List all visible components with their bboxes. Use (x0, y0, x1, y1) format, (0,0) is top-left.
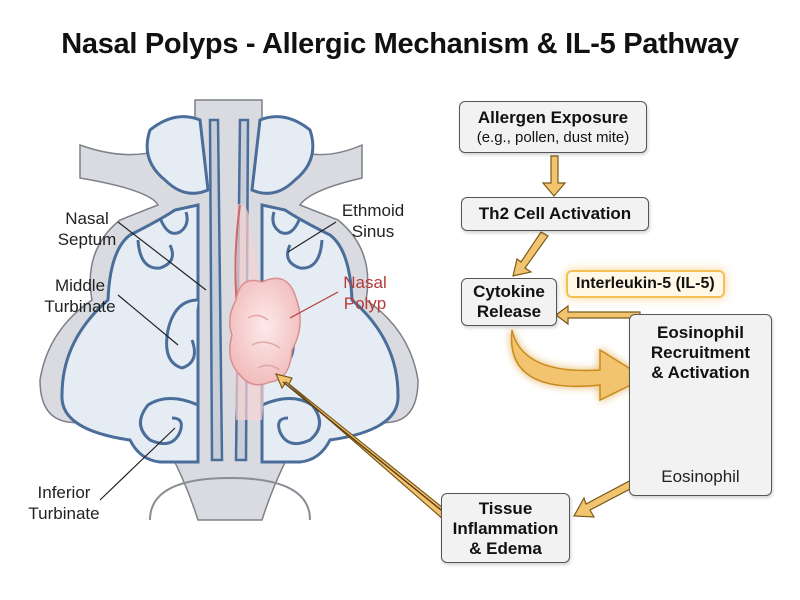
label-nasal-polyp-line2: Polyp (343, 294, 387, 313)
label-nasal-septum-line2: Septum (57, 230, 117, 249)
cytokine-line2: Release (476, 302, 542, 321)
eosinophil-caption: Eosinophil (661, 467, 740, 486)
eosinophil-line2: Recruitment (650, 343, 751, 362)
allergen-subtitle: (e.g., pollen, dust mite) (476, 129, 630, 146)
box-cytokine-release: Cytokine Release (461, 278, 557, 326)
nasal-polyp (229, 277, 301, 386)
leader-ethmoid (287, 221, 337, 253)
right-frontal-sinus (250, 115, 315, 195)
leader-inferior-turbinate (99, 427, 176, 501)
tissue-line2: Inflammation (452, 519, 559, 538)
page-title: Nasal Polyps - Allergic Mechanism & IL-5… (61, 28, 739, 60)
th2-title: Th2 Cell Activation (478, 204, 632, 223)
polyp-lobes (247, 314, 281, 371)
nostril-arch (149, 476, 311, 521)
leader-middle-turbinate (117, 294, 179, 346)
box-allergen-exposure: Allergen Exposure (e.g., pollen, dust mi… (459, 101, 647, 153)
tissue-line3: & Edema (469, 539, 542, 558)
left-middle-turbinate (165, 298, 199, 370)
eosinophil-line3: & Activation (651, 363, 750, 382)
arrow-tissue-to-polyp-shaft (282, 381, 447, 515)
arrow-il5-feedback (555, 304, 641, 326)
label-ethmoid-sinus-line1: Ethmoid (341, 201, 405, 220)
label-nasal-polyp: Nasal Polyp (330, 272, 400, 314)
arrow-th2-to-cytokine (512, 231, 549, 277)
label-nasal-septum: Nasal Septum (52, 208, 122, 250)
cytokine-line1: Cytokine (473, 282, 545, 301)
left-inferior-turbinate (139, 397, 199, 446)
label-middle-turbinate-line2: Turbinate (44, 297, 116, 316)
label-middle-turbinate: Middle Turbinate (30, 275, 130, 317)
label-nasal-polyp-line1: Nasal (343, 273, 387, 292)
label-ethmoid-sinus: Ethmoid Sinus (328, 200, 418, 242)
label-inferior-turbinate: Inferior Turbinate (14, 482, 114, 524)
label-nasal-septum-line1: Nasal (65, 209, 109, 228)
nasal-septum (208, 118, 224, 462)
il5-label: Interleukin-5 (IL-5) (566, 270, 725, 298)
allergen-title: Allergen Exposure (477, 108, 629, 127)
left-ethmoid-cell-2 (136, 239, 174, 270)
label-ethmoid-sinus-line2: Sinus (351, 222, 395, 241)
left-frontal-sinus (145, 115, 210, 195)
box-th2-activation: Th2 Cell Activation (461, 197, 649, 231)
pathway-arrows (274, 155, 656, 521)
right-ethmoid-cell-2 (286, 239, 324, 270)
label-middle-turbinate-line1: Middle (54, 276, 106, 295)
eosinophil-line1: Eosinophil (657, 323, 744, 342)
left-ethmoid-cell (158, 211, 189, 235)
leader-polyp (289, 291, 339, 319)
leader-septum (117, 221, 207, 291)
box-tissue-inflammation: Tissue Inflammation & Edema (441, 493, 570, 563)
arrow-cytokine-to-eosinophil (510, 329, 647, 402)
label-inferior-turbinate-line1: Inferior (37, 483, 91, 502)
box-eosinophil-recruitment: Eosinophil Recruitment & Activation Eosi… (629, 314, 772, 496)
tissue-line1: Tissue (478, 499, 533, 518)
arrow-allergen-to-th2 (541, 155, 567, 197)
right-inferior-turbinate (261, 397, 321, 446)
label-inferior-turbinate-line2: Turbinate (28, 504, 100, 523)
right-ethmoid-cell (271, 211, 302, 235)
